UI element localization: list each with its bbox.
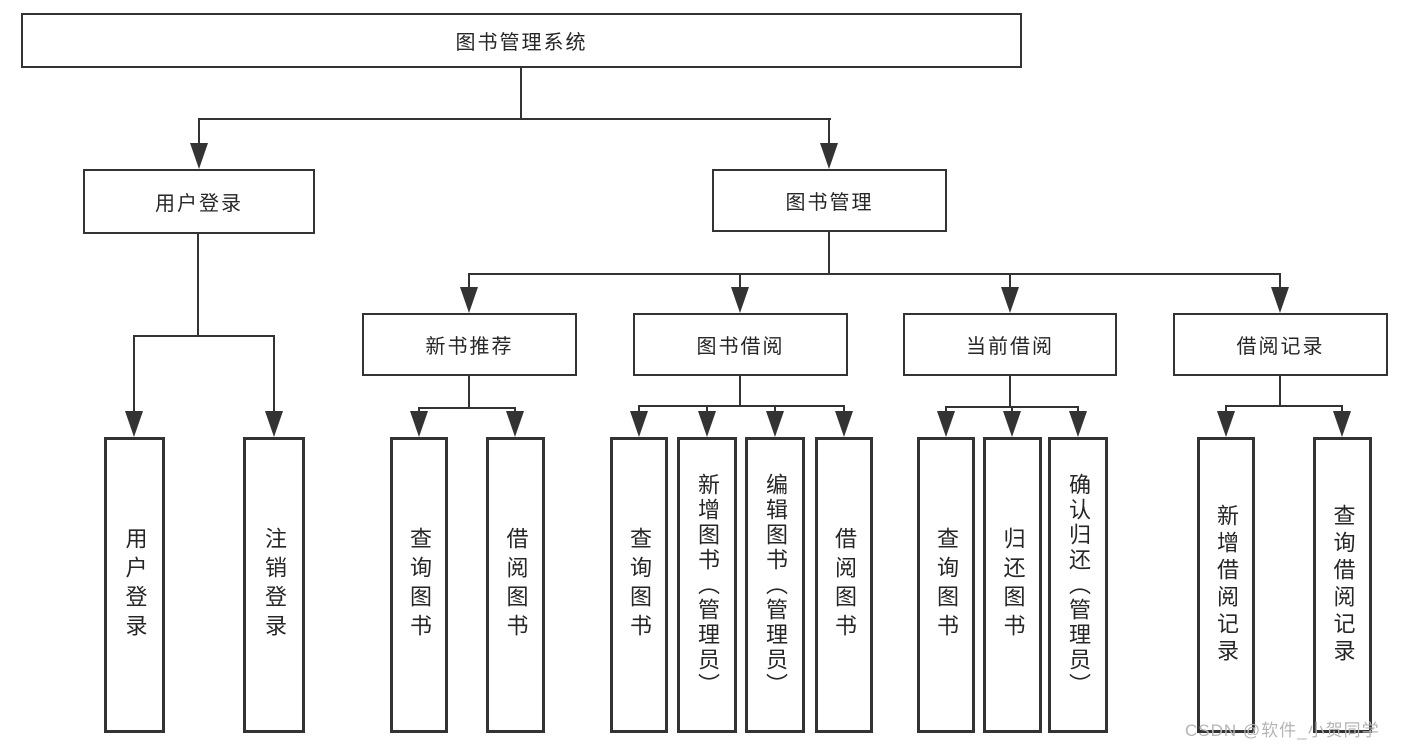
leaf-borrow-add-books-admin: 新增图书（管理员） [677,437,737,733]
node-book-borrow: 图书借阅 [633,313,848,376]
connector [945,406,947,415]
connector [1009,273,1011,291]
node-book-management: 图书管理 [712,169,947,232]
connector [1077,406,1079,415]
connector [638,405,845,407]
node-current-borrow: 当前借阅 [903,313,1117,376]
leaf-records-query-record: 查询借阅记录 [1313,437,1372,733]
arrowhead [1003,411,1021,437]
leaf-rec-query-books: 查询图书 [390,437,448,733]
watermark: CSDN @软件_小贺同学 [1185,721,1380,740]
node-borrow-records: 借阅记录 [1173,313,1388,376]
arrowhead [1001,287,1019,313]
arrowhead [630,411,648,437]
arrowhead [1333,411,1351,437]
node-new-book-recommend: 新书推荐 [362,313,577,376]
arrowhead [410,411,428,437]
arrowhead [731,287,749,313]
connector [418,407,516,409]
connector [1279,376,1281,406]
connector [468,273,470,291]
leaf-current-confirm-return-admin: 确认归还（管理员） [1048,437,1108,733]
connector [774,405,776,415]
connector [828,232,830,274]
connector [469,273,1281,275]
connector [843,405,845,415]
connector [739,273,741,291]
arrowhead [766,411,784,437]
connector [1225,405,1227,415]
arrowhead [1069,411,1087,437]
arrowhead [820,143,838,169]
leaf-borrow-query-books: 查询图书 [610,437,668,733]
arrowhead [460,287,478,313]
arrowhead [698,411,716,437]
connector [1225,405,1343,407]
arrowhead [506,411,524,437]
connector [1011,406,1013,415]
leaf-borrow-borrow-books: 借阅图书 [815,437,873,733]
arrowhead [835,411,853,437]
connector [273,335,275,415]
connector [198,118,200,147]
leaf-current-return-books: 归还图书 [983,437,1042,733]
connector [739,376,741,406]
connector [706,405,708,415]
arrowhead [190,143,208,169]
arrowhead [125,411,143,437]
connector [1341,405,1343,415]
node-user-login: 用户登录 [83,169,315,234]
node-root: 图书管理系统 [21,13,1022,68]
connector [1009,376,1011,407]
leaf-borrow-edit-books-admin: 编辑图书（管理员） [745,437,805,733]
connector [1279,273,1281,291]
connector [197,234,199,336]
leaf-user-login: 用户登录 [104,437,165,733]
arrowhead [1217,411,1235,437]
leaf-logout: 注销登录 [243,437,305,733]
arrowhead [265,411,283,437]
connector [638,405,640,415]
leaf-rec-borrow-books: 借阅图书 [486,437,545,733]
arrowhead [1271,287,1289,313]
arrowhead [937,411,955,437]
connector [828,118,830,147]
leaf-current-query-books: 查询图书 [917,437,975,733]
connector [133,335,135,415]
connector [520,68,522,119]
connector [198,118,831,120]
connector [468,376,470,408]
leaf-records-add-record: 新增借阅记录 [1197,437,1255,733]
connector [133,335,275,337]
